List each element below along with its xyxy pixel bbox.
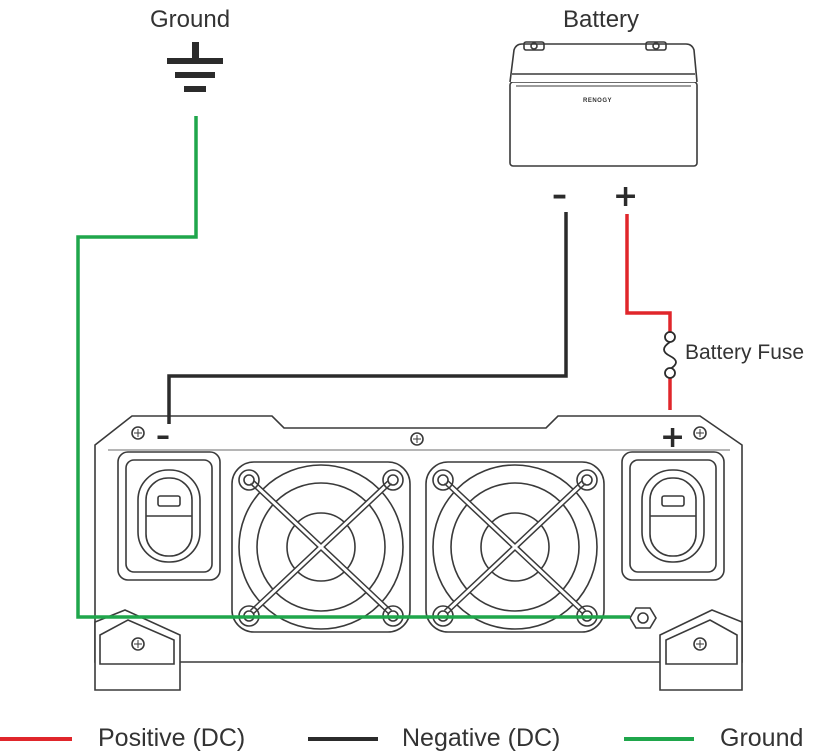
fan-right-icon: [425, 461, 605, 633]
legend-positive-label: Positive (DC): [98, 724, 246, 752]
fan-left-icon: [231, 461, 411, 633]
battery-icon: [509, 41, 698, 167]
inverter-positive-terminal: +: [660, 420, 686, 455]
negative-wire: [167, 212, 568, 424]
ground-label: Ground: [150, 6, 231, 33]
ground-symbol-icon: [167, 42, 223, 92]
inverter-negative-terminal: –: [156, 419, 170, 452]
fuse-icon: [663, 331, 677, 379]
inverter-body: [94, 415, 743, 691]
battery-positive-terminal: +: [613, 179, 639, 214]
legend-negative-label: Negative (DC): [402, 724, 561, 752]
ground-wire: [76, 116, 630, 619]
battery-label: Battery: [563, 6, 640, 33]
legend-ground-label: Ground: [720, 724, 804, 752]
battery-negative-terminal: –: [552, 178, 567, 213]
positive-wire-top: [625, 214, 672, 332]
battery-brand: RENOGY: [583, 98, 613, 104]
battery-fuse-label: Battery Fuse: [685, 341, 805, 364]
